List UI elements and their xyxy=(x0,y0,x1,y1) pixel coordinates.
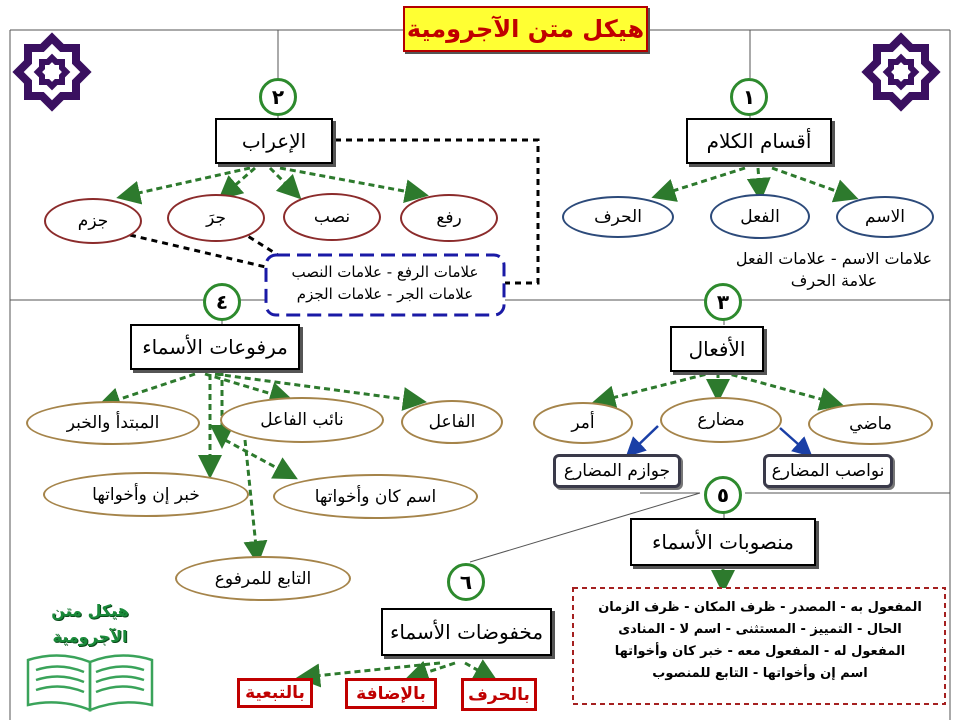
afal-item-amr: أمر xyxy=(533,402,633,444)
makhfudat-item-tabaiyya: بالتبعية xyxy=(237,678,313,708)
irab-node: الإعراب xyxy=(215,118,333,164)
afal-item-madi: ماضي xyxy=(808,403,933,445)
mansubat-node: منصوبات الأسماء xyxy=(630,518,816,566)
page-title: هيكل متن الآجرومية xyxy=(403,6,648,52)
mansubat-line-4: اسم إن وأخواتها - التابع للمنصوب xyxy=(652,666,868,681)
irab-signs: علامات الرفع - علامات النصب علامات الجر … xyxy=(268,261,502,305)
mansubat-line-3: المفعول له - المفعول معه - خبر كان وأخوا… xyxy=(614,644,906,659)
marfuat-item-mubtada-khabar: المبتدأ والخبر xyxy=(26,401,200,445)
number-badge-1: ١ xyxy=(730,78,768,116)
makhfudat-item-harf: بالحرف xyxy=(461,678,537,711)
number-badge-5: ٥ xyxy=(704,476,742,514)
aqsam-note-line2: علامة الحرف xyxy=(790,271,878,290)
number-badge-6: ٦ xyxy=(447,563,485,601)
irab-signs-line1: علامات الرفع - علامات النصب xyxy=(291,263,479,281)
book-icon xyxy=(26,654,154,712)
jawazim-box: جوازم المضارع xyxy=(553,454,681,488)
ornament-left-icon xyxy=(12,32,92,112)
marfuat-item-tabi-marfu: التابع للمرفوع xyxy=(175,556,351,601)
irab-item-jarr: جرَ xyxy=(167,194,265,242)
makhfudat-item-idafa: بالإضافة xyxy=(345,678,437,709)
irab-signs-line2: علامات الجر - علامات الجزم xyxy=(296,285,474,303)
number-badge-4: ٤ xyxy=(203,283,241,321)
mansubat-line-1: المفعول به - المصدر - ظرف المكان - ظرف ا… xyxy=(598,600,922,615)
marfuat-item-fail: الفاعل xyxy=(401,400,503,444)
aqsam-item-ism: الاسم xyxy=(836,196,934,238)
afal-node: الأفعال xyxy=(670,326,764,372)
aqsam-node: أقسام الكلام xyxy=(686,118,832,164)
logo-line2: الآجرومية xyxy=(52,627,128,646)
aqsam-note-line1: علامات الاسم - علامات الفعل xyxy=(735,249,933,268)
number-badge-2: ٢ xyxy=(259,78,297,116)
marfuat-item-ism-kana: اسم كان وأخواتها xyxy=(273,474,478,519)
logo-text: هيكل متن الآجرومية xyxy=(30,598,150,650)
aqsam-item-harf: الحرف xyxy=(562,196,674,238)
marfuat-item-naib-fail: نائب الفاعل xyxy=(220,397,384,443)
mansubat-list: المفعول به - المصدر - ظرف المكان - ظرف ا… xyxy=(578,597,942,685)
afal-item-mudari: مضارع xyxy=(660,397,782,443)
irab-item-nasb: نصب xyxy=(283,193,381,241)
makhfudat-node: مخفوضات الأسماء xyxy=(381,608,552,656)
number-badge-3: ٣ xyxy=(704,283,742,321)
aqsam-note: علامات الاسم - علامات الفعل علامة الحرف xyxy=(728,248,940,292)
nawasib-box: نواصب المضارع xyxy=(763,454,893,488)
marfuat-item-khabar-inna: خبر إن وأخواتها xyxy=(43,472,249,517)
irab-item-rafa: رفع xyxy=(400,194,498,242)
irab-item-jazm: جزم xyxy=(44,198,142,244)
marfuat-node: مرفوعات الأسماء xyxy=(130,324,300,370)
ornament-right-icon xyxy=(861,32,941,112)
aqsam-item-fil: الفعل xyxy=(710,194,810,239)
logo-line1: هيكل متن xyxy=(51,601,129,620)
mansubat-line-2: الحال - التمييز - المستثنى - اسم لا - ال… xyxy=(618,622,902,637)
